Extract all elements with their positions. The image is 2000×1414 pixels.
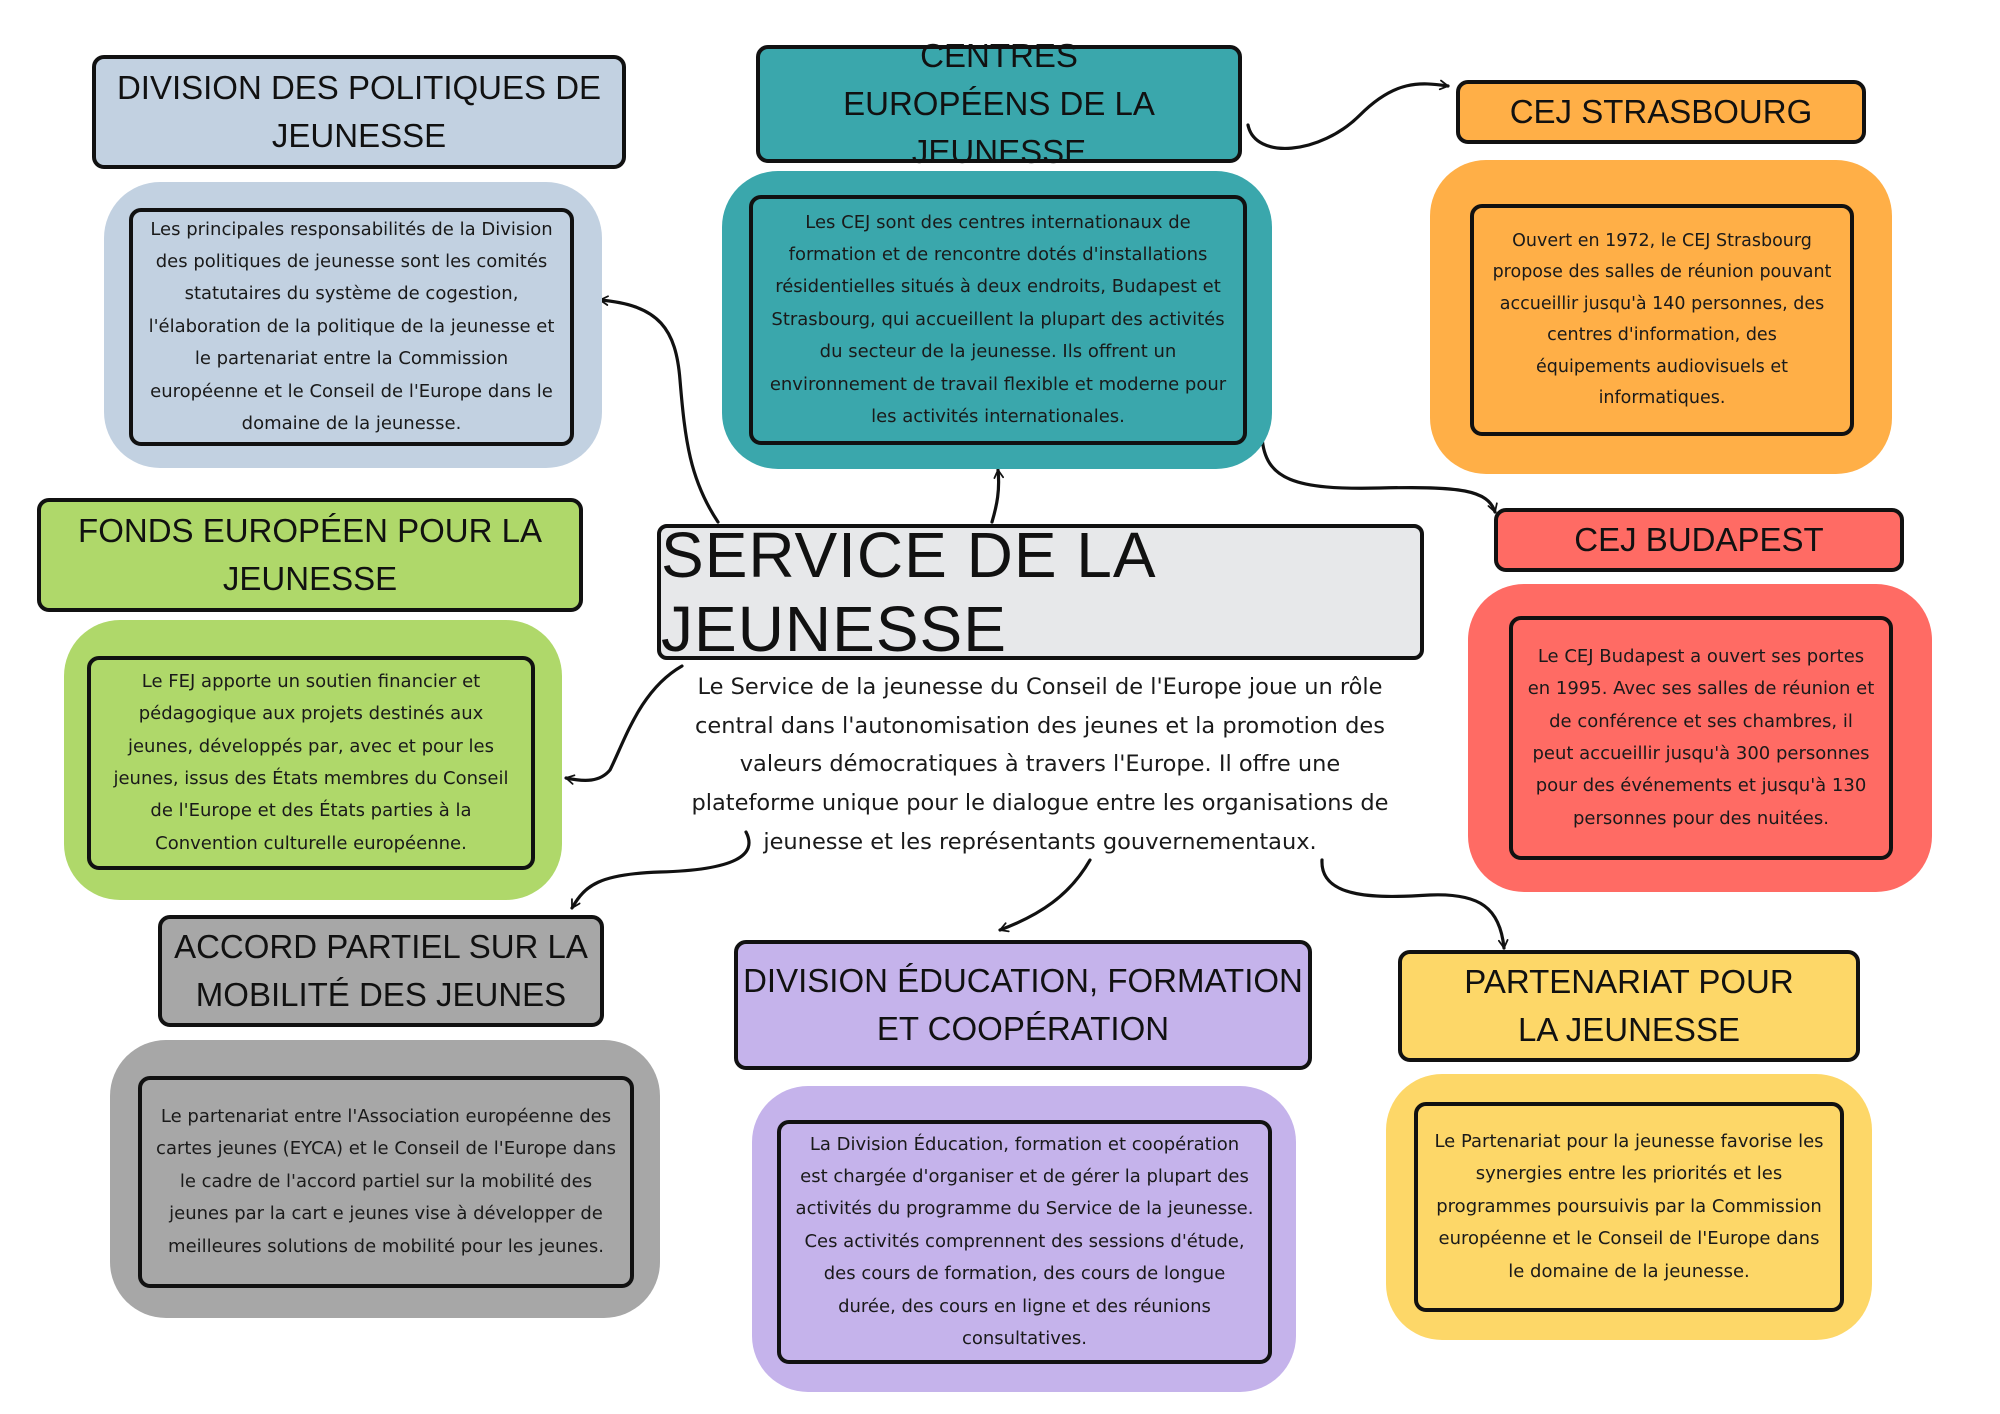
cej-strasbourg-text: Ouvert en 1972, le CEJ Strasbourg propos… xyxy=(1470,204,1854,436)
centres-europeens-text: Les CEJ sont des centres internationaux … xyxy=(749,195,1247,445)
division-politiques-title: DIVISION DES POLITIQUES DE JEUNESSE xyxy=(92,55,626,169)
accord-partiel-title: ACCORD PARTIEL SUR LA MOBILITÉ DES JEUNE… xyxy=(158,915,604,1027)
division-education-title: DIVISION ÉDUCATION, FORMATION ET COOPÉRA… xyxy=(734,940,1312,1070)
cej-strasbourg-title: CEJ STRASBOURG xyxy=(1456,80,1866,144)
cej-budapest-title: CEJ BUDAPEST xyxy=(1494,508,1904,572)
arrow-to-fonds-europeen xyxy=(564,664,684,785)
fonds-europeen-title: FONDS EUROPÉEN POUR LA JEUNESSE xyxy=(37,498,583,612)
fonds-europeen-text: Le FEJ apporte un soutien financier et p… xyxy=(87,656,535,870)
accord-partiel-text: Le partenariat entre l'Association europ… xyxy=(138,1076,634,1288)
partenariat-text: Le Partenariat pour la jeunesse favorise… xyxy=(1414,1102,1844,1312)
division-education-text: La Division Éducation, formation et coop… xyxy=(777,1120,1272,1364)
cej-budapest-text: Le CEJ Budapest a ouvert ses portes en 1… xyxy=(1509,616,1893,860)
service-jeunesse-title: SERVICE DE LA JEUNESSE xyxy=(657,519,1424,665)
partenariat-title: PARTENARIAT POUR LA JEUNESSE xyxy=(1398,950,1860,1062)
arrow-to-partenariat xyxy=(1320,858,1509,950)
service-jeunesse-description: Le Service de la jeunesse du Conseil de … xyxy=(691,674,1389,855)
arrow-to-division-education xyxy=(998,858,1092,933)
arrow-to-cej-strasbourg xyxy=(1246,79,1450,150)
centres-europeens-title: CENTRES EUROPÉENS DE LA JEUNESSE xyxy=(756,37,1242,170)
arrow-to-accord-partiel xyxy=(570,830,751,910)
arrow-to-cej-budapest xyxy=(1260,435,1498,514)
arrow-to-division-politiques xyxy=(598,295,720,524)
arrow-to-centres-europeens xyxy=(990,468,1005,524)
division-politiques-text: Les principales responsabilités de la Di… xyxy=(129,208,574,446)
